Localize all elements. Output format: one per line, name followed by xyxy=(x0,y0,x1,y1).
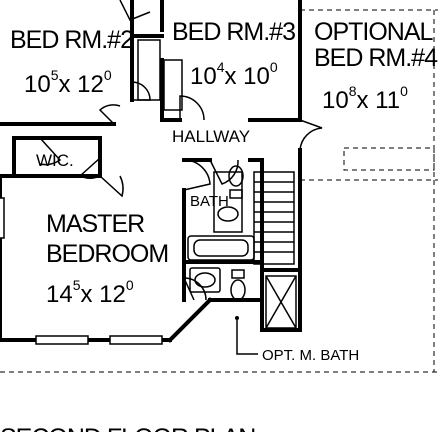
bed4-name-line1: OPTIONAL xyxy=(314,18,434,46)
bath-fixtures xyxy=(187,165,297,329)
walls xyxy=(0,0,302,343)
master-name-line1: MASTER xyxy=(46,210,144,238)
opt-bath-label: OPT. M. BATH xyxy=(262,347,359,364)
bath-label: BATH xyxy=(190,193,229,210)
bed2-name: BED RM.#2 xyxy=(10,26,133,54)
plan-title: SECOND FLOOR PLAN xyxy=(0,424,255,432)
wic-label: WIC. xyxy=(36,151,74,170)
bed3-dim: 104x 100 xyxy=(190,59,278,90)
closets xyxy=(137,39,243,233)
door-swings xyxy=(39,0,323,301)
bed3-name: BED RM.#3 xyxy=(172,18,295,46)
master-name-line2: BEDROOM xyxy=(46,240,168,268)
master-dim: 145x 120 xyxy=(46,277,134,308)
optional-area-outline xyxy=(0,9,438,373)
bed4-name-line2: BED RM.#4 xyxy=(314,44,438,72)
stairs xyxy=(253,171,295,265)
bed2-dim: 105x 120 xyxy=(24,67,112,98)
bed4-dim: 108x 110 xyxy=(322,83,408,114)
opt-bath-leader xyxy=(236,320,258,355)
windows xyxy=(0,197,163,345)
hallway-label: HALLWAY xyxy=(172,127,250,146)
